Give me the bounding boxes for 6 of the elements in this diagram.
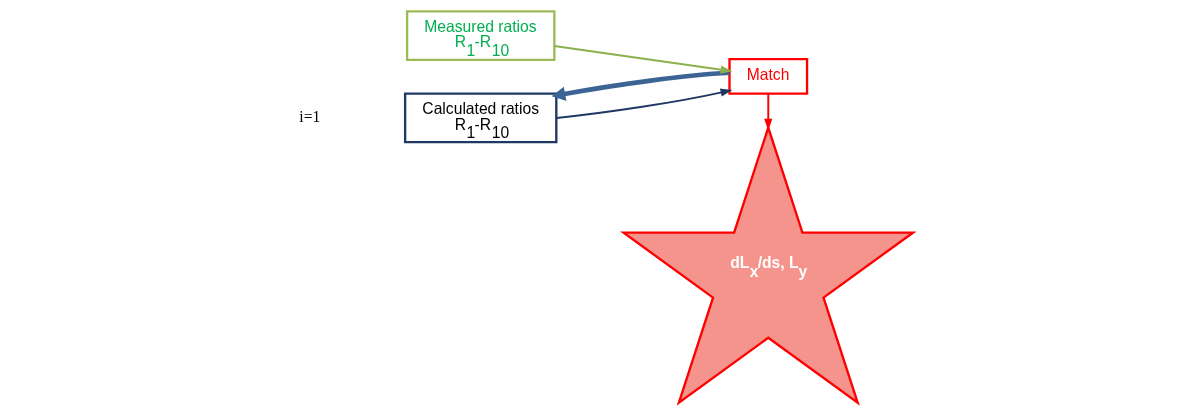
arrow [555,88,733,119]
arrow [553,45,733,74]
arrow [764,92,773,131]
node-box: Match [728,57,809,95]
arrow [551,70,730,101]
label: i=1 [299,107,321,125]
